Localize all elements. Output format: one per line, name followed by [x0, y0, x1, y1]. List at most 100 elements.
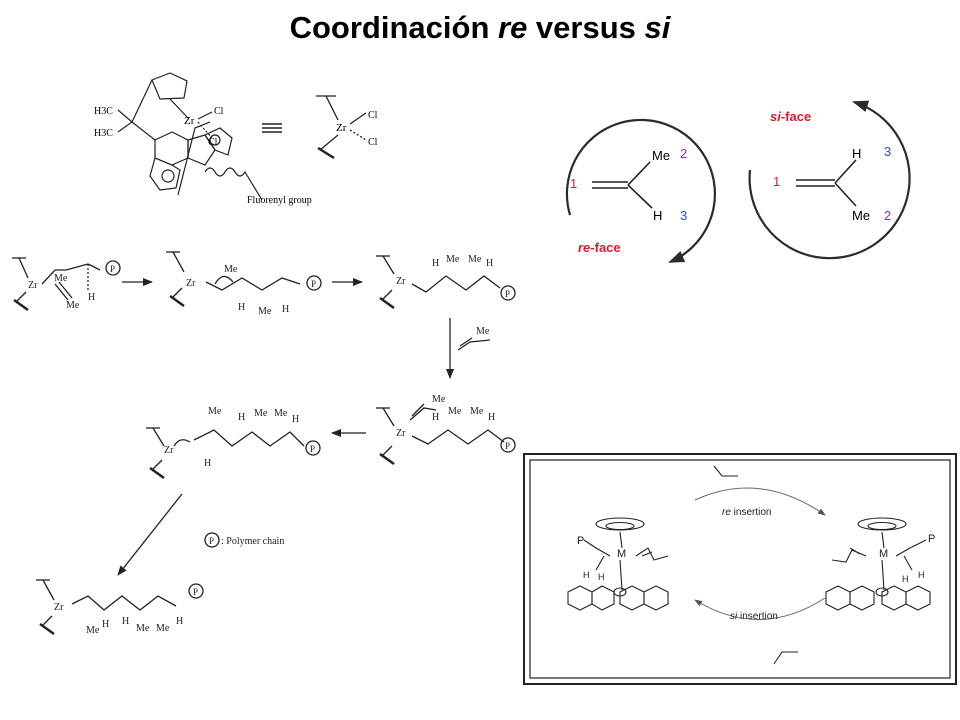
propylene-me: Me: [476, 326, 490, 337]
mech5-zr: Zr: [164, 445, 174, 456]
mech5-me: Me: [208, 406, 222, 417]
metallocene-structure: [117, 72, 263, 201]
mech1-zr: Zr: [28, 280, 38, 291]
mech5-me2: Me: [274, 408, 288, 419]
si-face-arrow: [748, 100, 911, 260]
mech6-h2: H: [122, 616, 129, 627]
legend-polymer-text: : Polymer chain: [221, 536, 284, 547]
mech3-me1: Me: [446, 254, 460, 265]
shorthand-cl-upper: Cl: [368, 110, 378, 121]
mech2-p: P: [311, 279, 316, 289]
si-face-priority-1: 1: [773, 174, 780, 189]
mech3-h2: H: [486, 258, 493, 269]
mech-step-3: [376, 255, 516, 310]
re-face-label: re-face: [578, 240, 621, 255]
inset-left-h2: H: [598, 572, 605, 582]
inset-inner-border: [529, 459, 951, 679]
mech2-h-lower: H: [238, 302, 245, 313]
mech-step-6: [36, 579, 204, 636]
shorthand-zr-label: Zr: [336, 122, 347, 134]
zr-label: Zr: [184, 115, 195, 127]
mech6-me3: Me: [156, 623, 170, 634]
mech2-zr: Zr: [186, 278, 196, 289]
si-insertion-label: si insertion: [730, 611, 778, 622]
mech1-h: H: [88, 292, 95, 303]
mech6-h1: H: [102, 619, 109, 630]
mech4-me1: Me: [448, 406, 462, 417]
equivalence-sign: [262, 123, 282, 133]
mech5-h1: H: [238, 412, 245, 423]
mech4-me2: Me: [470, 406, 484, 417]
propylene-bottom: [773, 651, 798, 665]
inset-left-complex: [567, 517, 669, 611]
re-face-diagram: Me H 1 2 3 re-face: [565, 118, 717, 264]
cl-upper-label: Cl: [214, 106, 224, 117]
mech5-h-lower: H: [204, 458, 211, 469]
mech2-me-upper: Me: [224, 264, 238, 275]
mech4-me-olefin: Me: [432, 394, 446, 405]
mech6-h3: H: [176, 616, 183, 627]
mech3-p: P: [505, 289, 510, 299]
mech-step-4: [376, 403, 516, 466]
mechanism: [12, 251, 516, 636]
re-face-priority-2: 2: [680, 146, 687, 161]
mech5-me1: Me: [254, 408, 268, 419]
inset-right-m: M: [879, 548, 888, 560]
mech-step-1: [12, 257, 121, 312]
mech6-me1: Me: [86, 625, 100, 636]
si-face-label: si-face: [770, 109, 811, 124]
legend-p: P: [209, 536, 214, 546]
re-face-priority-3: 3: [680, 208, 687, 223]
fluorenyl-label: Fluorenyl group: [247, 195, 312, 206]
mech4-h2: H: [488, 412, 495, 423]
inset-right-h2: H: [918, 570, 925, 580]
mech6-p: P: [193, 587, 198, 597]
mech5-p: P: [310, 444, 315, 454]
si-face-priority-3: 3: [884, 144, 891, 159]
mech2-h: H: [282, 304, 289, 315]
insertion-inset: re insertion si insertion M P H H M P H …: [523, 453, 957, 685]
mech3-me2: Me: [468, 254, 482, 265]
page-title: Coordinación re versus si: [289, 10, 671, 45]
si-insertion-arc: [694, 597, 826, 620]
mech1-p: P: [110, 264, 115, 274]
mech2-me-lower: Me: [258, 306, 272, 317]
mech6-zr: Zr: [54, 602, 64, 613]
mech1-me-upper: Me: [54, 273, 68, 284]
propylene-top: [713, 465, 738, 477]
si-face-h-label: H: [852, 146, 861, 161]
mech3-zr: Zr: [396, 276, 406, 287]
re-face-me-label: Me: [652, 148, 670, 163]
mech-step-2: [166, 251, 322, 308]
shorthand-zirconocene: [316, 95, 367, 160]
re-insertion-arc: [694, 487, 826, 516]
re-face-h-label: H: [653, 208, 662, 223]
inset-left-p: P: [577, 535, 584, 547]
cyclopentadienyl-ring: [151, 72, 188, 100]
re-face-arrow: [565, 118, 717, 264]
mech1-me-lower: Me: [66, 300, 80, 311]
inset-right-h1: H: [902, 574, 909, 584]
mech3-h1: H: [432, 258, 439, 269]
mech4-zr: Zr: [396, 428, 406, 439]
mech6-me2: Me: [136, 623, 150, 634]
legend-polymer-circle: [204, 532, 220, 548]
re-insertion-label: re insertion: [722, 507, 771, 518]
si-face-diagram: H Me 1 2 3 si-face: [748, 100, 911, 260]
inset-right-complex: [825, 517, 931, 611]
mech5-h2: H: [292, 414, 299, 425]
mech-step-5: [146, 427, 321, 480]
inset-right-p: P: [928, 533, 935, 545]
shorthand-cl-lower: Cl: [368, 137, 378, 148]
si-face-me-label: Me: [852, 208, 870, 223]
mech4-p: P: [505, 441, 510, 451]
si-face-priority-2: 2: [884, 208, 891, 223]
re-face-priority-1: 1: [570, 176, 577, 191]
inset-left-m: M: [617, 548, 626, 560]
mech4-h1: H: [432, 412, 439, 423]
ch3-lower-label: H3C: [94, 128, 113, 139]
cl-lower-label: Cl: [208, 137, 218, 148]
ch3-upper-label: H3C: [94, 106, 113, 117]
inset-left-h1: H: [583, 570, 590, 580]
